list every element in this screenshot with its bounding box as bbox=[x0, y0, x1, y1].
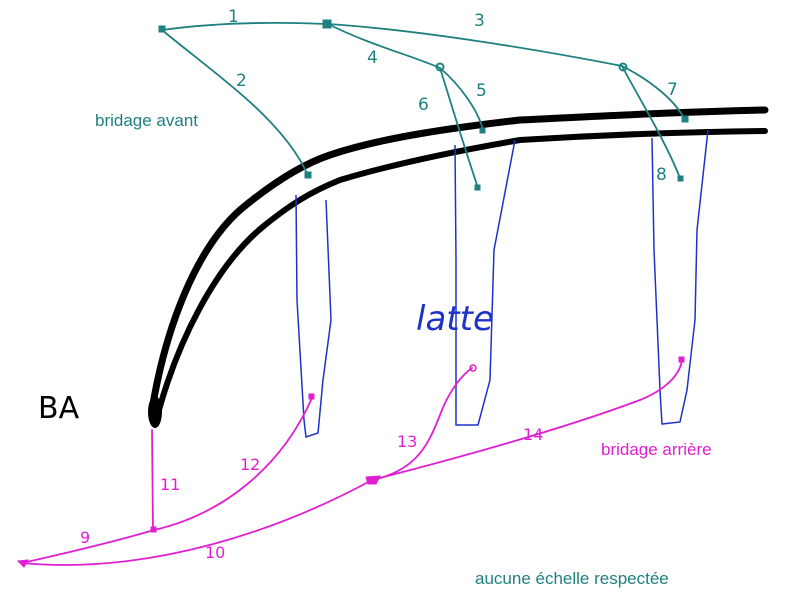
label-bridage-avant: bridage avant bbox=[95, 111, 198, 130]
front-segment-8 bbox=[621, 65, 681, 179]
boom-end-blob bbox=[148, 396, 162, 428]
number-7: 7 bbox=[667, 80, 678, 100]
front-end-5 bbox=[479, 127, 486, 134]
batten-2 bbox=[454, 139, 516, 426]
rear-node-b bbox=[365, 475, 381, 485]
number-2: 2 bbox=[236, 71, 247, 91]
front-segment-6 bbox=[439, 67, 479, 189]
rear-node-a bbox=[150, 526, 157, 533]
rear-end-13 bbox=[469, 364, 477, 372]
number-3: 3 bbox=[474, 11, 485, 31]
front-segment-2 bbox=[161, 29, 309, 176]
front-segment-4 bbox=[327, 23, 441, 69]
rear-numbers: 9 10 11 12 13 14 bbox=[80, 425, 543, 562]
bridage-avant-nodes bbox=[158, 19, 689, 191]
number-9: 9 bbox=[80, 528, 90, 547]
front-node-a bbox=[322, 19, 332, 29]
label-bridage-arriere: bridage arrière bbox=[601, 440, 712, 459]
number-6: 6 bbox=[418, 95, 429, 115]
bridage-arriere-nodes bbox=[16, 356, 685, 568]
number-8: 8 bbox=[656, 165, 667, 185]
label-note: aucune échelle respectée bbox=[475, 569, 669, 588]
number-13: 13 bbox=[397, 432, 417, 451]
rear-segment-11 bbox=[151, 429, 154, 531]
rear-end-12 bbox=[308, 393, 315, 400]
front-segment-7 bbox=[621, 65, 686, 121]
battens bbox=[295, 129, 709, 439]
front-segment-5 bbox=[439, 67, 484, 131]
bridage-avant-lines bbox=[161, 21, 686, 189]
label-latte: latte bbox=[416, 299, 494, 339]
front-end-2 bbox=[304, 171, 312, 179]
number-10: 10 bbox=[205, 543, 225, 562]
front-end-8 bbox=[677, 175, 684, 182]
batten-1 bbox=[295, 194, 332, 439]
number-1: 1 bbox=[228, 7, 239, 27]
bridage-arriere-lines bbox=[21, 359, 683, 566]
number-4: 4 bbox=[367, 48, 378, 68]
front-end-7 bbox=[681, 115, 689, 123]
front-numbers: 1 2 3 4 5 6 7 8 bbox=[228, 7, 678, 185]
front-node-start bbox=[158, 25, 166, 33]
front-node-c bbox=[618, 62, 628, 72]
rear-segment-13 bbox=[371, 367, 473, 481]
label-ba: BA bbox=[38, 391, 80, 426]
rear-segment-10 bbox=[21, 479, 373, 566]
front-segment-3 bbox=[327, 23, 623, 67]
number-12: 12 bbox=[240, 455, 260, 474]
rear-node-start bbox=[16, 559, 29, 568]
rear-end-14 bbox=[678, 356, 685, 363]
front-node-b bbox=[435, 62, 445, 72]
batten-3 bbox=[651, 129, 709, 425]
number-14: 14 bbox=[523, 425, 543, 444]
boom-lower-line bbox=[152, 128, 768, 428]
number-11: 11 bbox=[160, 475, 180, 494]
rear-segment-9 bbox=[21, 529, 155, 564]
front-end-6 bbox=[474, 184, 481, 191]
number-5: 5 bbox=[476, 81, 487, 101]
rear-segment-12 bbox=[153, 397, 313, 531]
front-segment-1 bbox=[161, 21, 326, 31]
boom-tube bbox=[148, 106, 769, 428]
rear-segment-14 bbox=[371, 359, 683, 481]
boom-upper-line bbox=[148, 106, 769, 414]
